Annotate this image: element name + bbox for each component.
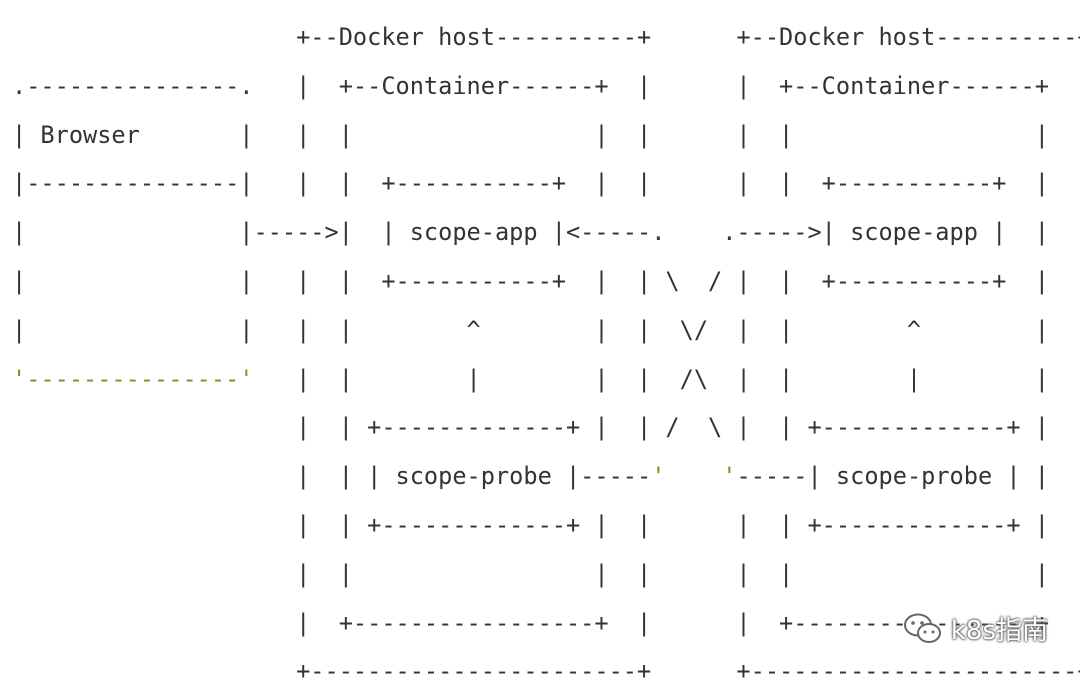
watermark: k8s指南 bbox=[903, 610, 1048, 647]
diagram-line-scope-probe: | | | scope-probe |-----' '-----| scope-… bbox=[12, 462, 1080, 491]
watermark-text: k8s指南 bbox=[950, 616, 1048, 646]
diagram-line-scope-app: | |----->| | scope-app |<-----. .----->|… bbox=[12, 218, 1080, 247]
diagram-line-scope-probe-bottom: | | +-------------+ | | | | +-----------… bbox=[12, 510, 1080, 539]
diagram-line-scope-app-top: |---------------| | | +-----------+ | | … bbox=[12, 169, 1080, 198]
diagram-line-browser-label: | Browser | | | | | | | | | bbox=[12, 120, 1080, 149]
ascii-diagram: +--Docker host----------+ +--Docker host… bbox=[12, 13, 1080, 696]
diagram-line-docker-host-bottom: +-----------------------+ +-------------… bbox=[12, 657, 1080, 686]
diagram-line-docker-host-top: +--Docker host----------+ +--Docker host… bbox=[12, 23, 1080, 51]
diagram-line-arrow-up: | | | | ^ | | \/ | | ^ | | bbox=[12, 315, 1080, 344]
connector-tick-right: ' bbox=[722, 462, 737, 491]
browser-box-bottom-border: '---------------' bbox=[12, 364, 254, 393]
diagram-line-container-top: .---------------. | +--Container------+ … bbox=[12, 71, 1080, 100]
diagram-line-container-empty: | | | | | | | | bbox=[12, 559, 1080, 588]
connector-tick-left: ' bbox=[651, 462, 666, 491]
wechat-icon bbox=[903, 612, 943, 646]
diagram-line-browser-bottom: '---------------' | | | | | /\ | | | | | bbox=[12, 364, 1080, 393]
diagram-line-scope-probe-top: | | +-------------+ | | / \ | | +-------… bbox=[12, 413, 1080, 442]
diagram-line-scope-app-bottom: | | | | +-----------+ | | \ / | | +-----… bbox=[12, 266, 1080, 295]
